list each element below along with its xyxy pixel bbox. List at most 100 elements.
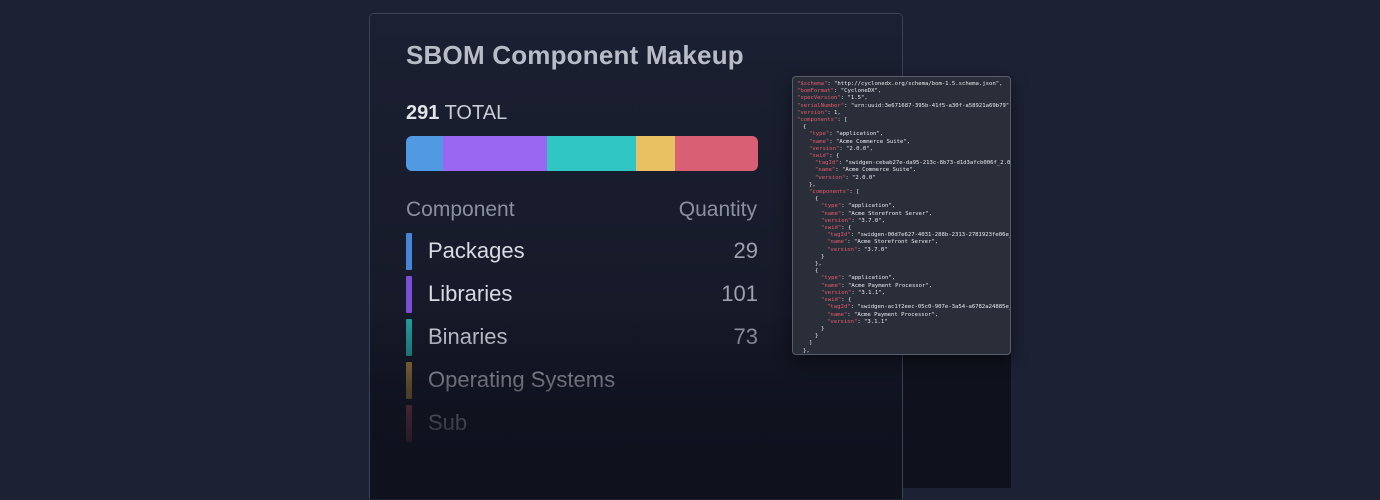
- bar-segment-operating-systems[interactable]: [635, 136, 676, 171]
- code-line: }: [797, 326, 1010, 333]
- code-value: {: [803, 124, 807, 131]
- code-line: "tagId": "swidgen-ac1f2eec-05c0-907e-3a5…: [797, 304, 1010, 311]
- code-key: "version": [827, 318, 858, 325]
- code-line: "version": "3.1.1": [797, 319, 1010, 326]
- code-value: : [: [849, 189, 860, 196]
- code-value: : "3.7.0": [857, 246, 888, 253]
- code-value: : "3.1.1",: [851, 289, 885, 296]
- code-line: "type": "application",: [797, 203, 1010, 210]
- code-line: {: [797, 124, 1010, 131]
- sbom-json-code-panel[interactable]: "$schema": "http://cyclonedx.org/schema/…: [792, 76, 1011, 355]
- component-quantity: 101: [721, 281, 758, 306]
- header-component: Component: [406, 198, 515, 221]
- code-key: "type": [809, 131, 830, 138]
- component-row-binaries[interactable]: Binaries 73: [406, 319, 758, 357]
- code-value: : "Acme Commerce Suite",: [835, 167, 917, 174]
- bar-segment-binaries[interactable]: [547, 136, 636, 171]
- code-value: : "3.7.0",: [851, 217, 885, 224]
- code-line: "bomFormat": "CycloneDX",: [797, 88, 1010, 95]
- code-value: : "swidgen-ac1f2eec-05c0-907e-3a54-a6782…: [850, 304, 1011, 311]
- code-value: }: [821, 325, 825, 332]
- code-key: "name": [821, 282, 842, 289]
- code-line: "name": "Acme Commerce Suite",: [797, 139, 1010, 146]
- code-key: "name": [821, 210, 842, 217]
- code-value: : "Acme Storefront Server",: [841, 210, 933, 217]
- code-line: "name": "Acme Commerce Suite",: [797, 167, 1010, 174]
- code-value: : 1,: [827, 109, 841, 116]
- code-key: "swid": [809, 153, 830, 160]
- libraries-color-marker: [406, 276, 412, 313]
- code-key: "name": [827, 239, 848, 246]
- component-quantity: 29: [733, 238, 758, 263]
- component-name: Packages: [428, 238, 525, 263]
- component-row-libraries[interactable]: Libraries 101: [406, 276, 758, 314]
- bar-segment-packages[interactable]: [406, 136, 443, 171]
- code-key: "version": [827, 246, 858, 253]
- code-line: "name": "Acme Payment Processor",: [797, 283, 1010, 290]
- code-key: "version": [821, 217, 852, 224]
- code-line: },: [797, 182, 1010, 189]
- code-line: "components": [: [797, 189, 1010, 196]
- code-line: }: [797, 333, 1010, 340]
- code-key: "components": [809, 189, 850, 196]
- code-value: : "Acme Storefront Server",: [847, 239, 939, 246]
- code-line: "tagId": "swidgen-cebab27e-da95-213c-8b7…: [797, 160, 1010, 167]
- code-key: "swid": [821, 297, 842, 304]
- code-value: : "Acme Payment Processor",: [847, 311, 939, 318]
- code-value: : "2.0.0",: [839, 145, 873, 152]
- code-line: ]: [797, 340, 1010, 347]
- code-line: "tagId": "swidgen-00d7e627-4031-288b-231…: [797, 232, 1010, 239]
- code-key: "version": [821, 289, 852, 296]
- code-key: "name": [809, 138, 830, 145]
- component-row-packages[interactable]: Packages 29: [406, 233, 758, 271]
- card-title: SBOM Component Makeup: [406, 40, 744, 70]
- code-key: "specVersion": [797, 95, 841, 102]
- code-key: "name": [815, 167, 836, 174]
- code-value: : [: [837, 117, 848, 124]
- code-value: : "http://cyclonedx.org/schema/bom-1.5.s…: [827, 81, 1003, 87]
- code-line: "version": 1,: [797, 110, 1010, 117]
- code-value: ]: [809, 340, 813, 347]
- component-name: Operating Systems: [428, 367, 616, 392]
- code-key: "type": [821, 275, 842, 282]
- code-value: },: [809, 181, 816, 188]
- code-value: : "Acme Commerce Suite",: [829, 138, 911, 145]
- code-key: "components": [797, 117, 838, 124]
- code-value: : "swidgen-cebab27e-da95-213c-8b73-d1d3a…: [838, 160, 1011, 167]
- component-name: Binaries: [428, 324, 508, 349]
- code-value: },: [815, 261, 822, 268]
- component-name: Sub: [428, 410, 468, 435]
- code-line: "version": "3.7.0",: [797, 218, 1010, 225]
- component-quantity: 73: [733, 324, 758, 349]
- code-line: "specVersion": "1.5",: [797, 95, 1010, 102]
- bar-segment-other[interactable]: [675, 136, 758, 171]
- code-value: : {: [829, 153, 840, 160]
- code-value: : "swidgen-00d7e627-4031-288b-2313-27819…: [850, 232, 1011, 239]
- code-line: "name": "Acme Payment Processor",: [797, 312, 1010, 319]
- code-line: "components": [: [797, 117, 1010, 124]
- code-line: {: [797, 196, 1010, 203]
- code-line: "swid": {: [797, 153, 1010, 160]
- code-line: },: [797, 348, 1010, 354]
- sub-color-marker: [406, 405, 412, 442]
- code-key: "tagId": [827, 304, 851, 311]
- code-line: "version": "3.1.1",: [797, 290, 1010, 297]
- component-row-sub[interactable]: Sub: [406, 405, 758, 443]
- component-name: Libraries: [428, 281, 513, 306]
- code-value: : "1.5",: [840, 95, 868, 102]
- total-label: TOTAL: [444, 102, 508, 124]
- code-value: : "application",: [841, 275, 896, 282]
- code-value: }: [821, 253, 825, 260]
- component-row-operating-systems[interactable]: Operating Systems: [406, 362, 758, 400]
- code-line: "swid": {: [797, 297, 1010, 304]
- code-value: }: [815, 333, 819, 340]
- code-value: : "CycloneDX",: [834, 88, 882, 95]
- code-key: "serialNumber": [797, 102, 845, 109]
- code-key: "version": [809, 145, 840, 152]
- code-line: "serialNumber": "urn:uuid:3e671687-395b-…: [797, 103, 1010, 110]
- component-stacked-bar: [406, 136, 758, 171]
- code-key: "tagId": [815, 160, 839, 167]
- bar-segment-libraries[interactable]: [442, 136, 548, 171]
- operating-systems-color-marker: [406, 362, 412, 399]
- code-line: "$schema": "http://cyclonedx.org/schema/…: [797, 81, 1010, 88]
